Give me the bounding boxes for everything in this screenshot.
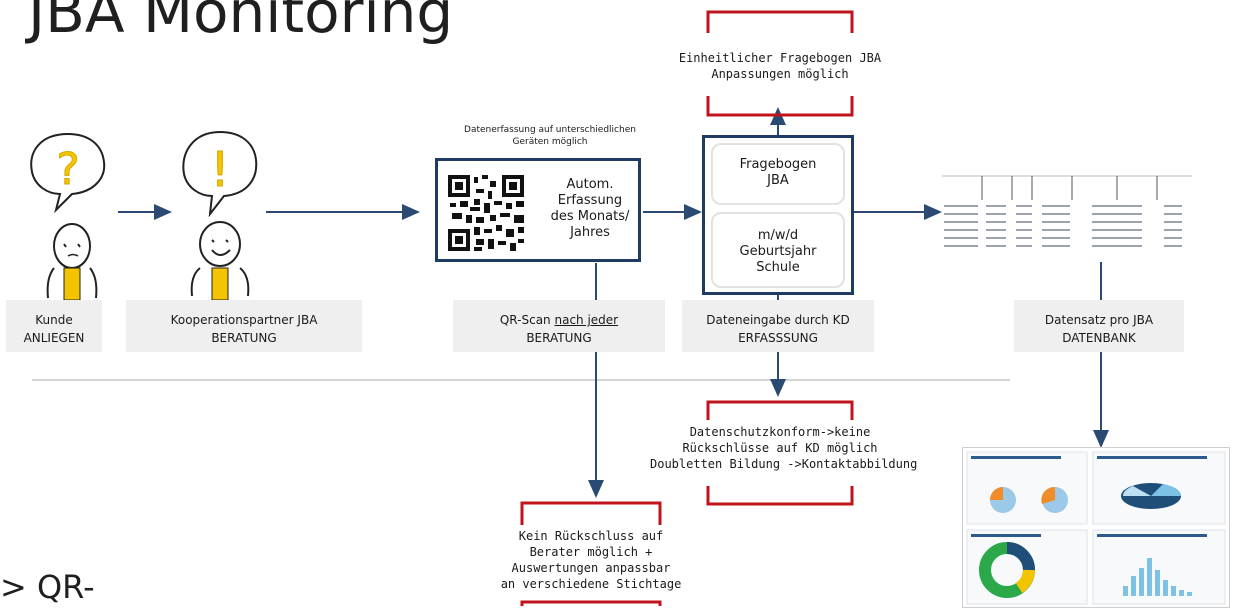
note-bottom-line2: Berater möglich + [529, 545, 653, 559]
stage-datensatz-label: Datensatz pro JBA DATENBANK [1014, 300, 1184, 352]
dashboard-charts-icon [963, 448, 1229, 607]
bracket-middle-note-upper [706, 400, 854, 420]
qr-caption-line2: Geräten möglich [512, 137, 588, 147]
bracket-bottom-note-lower [520, 600, 662, 606]
questionnaire-top-card: Fragebogen JBA [711, 143, 845, 205]
form-bottom-line3: Schule [756, 260, 800, 275]
note-top-line1: Einheitlicher Fragebogen JBA [678, 51, 882, 65]
stage-qr-line2: BERATUNG [526, 331, 592, 345]
stage-kunde-line2: ANLIEGEN [23, 331, 85, 345]
form-bottom-line1: m/w/d [757, 228, 799, 243]
stage-partner-label: Kooperationspartner JBA BERATUNG [126, 300, 362, 352]
qr-caption: Datenerfassung auf unterschiedlichen Ger… [440, 124, 660, 148]
note-top: Einheitlicher Fragebogen JBA Anpassungen… [660, 50, 900, 82]
stage-dateneingabe-line1: Dateneingabe durch KD [706, 313, 850, 327]
note-middle-line2: Rückschlüsse auf KD möglich [682, 441, 878, 455]
qr-box-line2: Erfassung [557, 193, 623, 208]
note-top-line2: Anpassungen möglich [711, 67, 849, 81]
stage-dateneingabe-label: Dateneingabe durch KD ERFASSSUNG [682, 300, 874, 352]
note-middle-line3: Doubletten Bildung ->Kontaktabbildung [650, 457, 918, 471]
bracket-top-note-upper [706, 10, 854, 33]
note-bottom-line4: an verschiedene Stichtage [500, 577, 682, 591]
note-bottom: Kein Rückschluss auf Berater möglich + A… [490, 528, 692, 592]
stage-partner-line2: BERATUNG [211, 331, 277, 345]
form-top-line1: Fragebogen [739, 157, 817, 172]
stage-kunde-label: Kunde ANLIEGEN [6, 300, 102, 352]
note-bottom-line1: Kein Rückschluss auf [518, 529, 664, 543]
qr-box-line1: Autom. [566, 177, 614, 192]
spreadsheet-thumbnail-icon [942, 170, 1192, 260]
note-middle-line1: Datenschutzkonform->keine [689, 425, 871, 439]
form-bottom-line2: Geburtsjahr [739, 244, 817, 259]
stage-qr-line1-pre: QR-Scan [499, 313, 555, 327]
bracket-bottom-note-upper [520, 501, 662, 525]
stage-dateneingabe-line2: ERFASSSUNG [738, 331, 818, 345]
qr-code-icon [446, 173, 526, 253]
bracket-top-note-lower [706, 96, 854, 117]
qr-caption-line1: Datenerfassung auf unterschiedlichen [464, 125, 636, 135]
stage-qr-line1-underline: nach jeder [554, 313, 619, 327]
qr-scan-box: Autom. Erfassung des Monats/ Jahres [435, 158, 641, 262]
qr-box-line3: des Monats/ [550, 209, 630, 224]
stage-qr-line1: QR-Scan nach jeder [453, 311, 665, 329]
customer-question-figure-icon: ? [30, 132, 106, 301]
questionnaire-bottom-card: m/w/d Geburtsjahr Schule [711, 212, 845, 288]
qr-box-line4: Jahres [570, 225, 610, 240]
questionnaire-box: Fragebogen JBA m/w/d Geburtsjahr Schule [702, 135, 854, 295]
stage-kunde-line1: Kunde [35, 313, 73, 327]
stage-qr-label: QR-Scan nach jeder BERATUNG [453, 300, 665, 352]
svg-text:!: ! [210, 142, 229, 198]
stage-datensatz-line1: Datensatz pro JBA [1044, 313, 1154, 327]
stage-datensatz-line2: DATENBANK [1062, 331, 1136, 345]
partial-bottom-text: > QR- [0, 568, 95, 606]
form-top-line2: JBA [767, 173, 789, 188]
qr-box-text: Autom. Erfassung des Monats/ Jahres [542, 177, 638, 241]
dashboard-thumbnail [962, 447, 1230, 608]
stage-partner-line1: Kooperationspartner JBA [170, 313, 318, 327]
note-middle: Datenschutzkonform->keine Rückschlüsse a… [650, 424, 918, 472]
note-bottom-line3: Auswertungen anpassbar [511, 561, 671, 575]
bracket-middle-note-lower [706, 486, 854, 506]
partner-exclamation-figure-icon: ! [182, 130, 258, 301]
svg-text:?: ? [56, 144, 79, 195]
page-title: JBA Monitoring [28, 0, 454, 46]
